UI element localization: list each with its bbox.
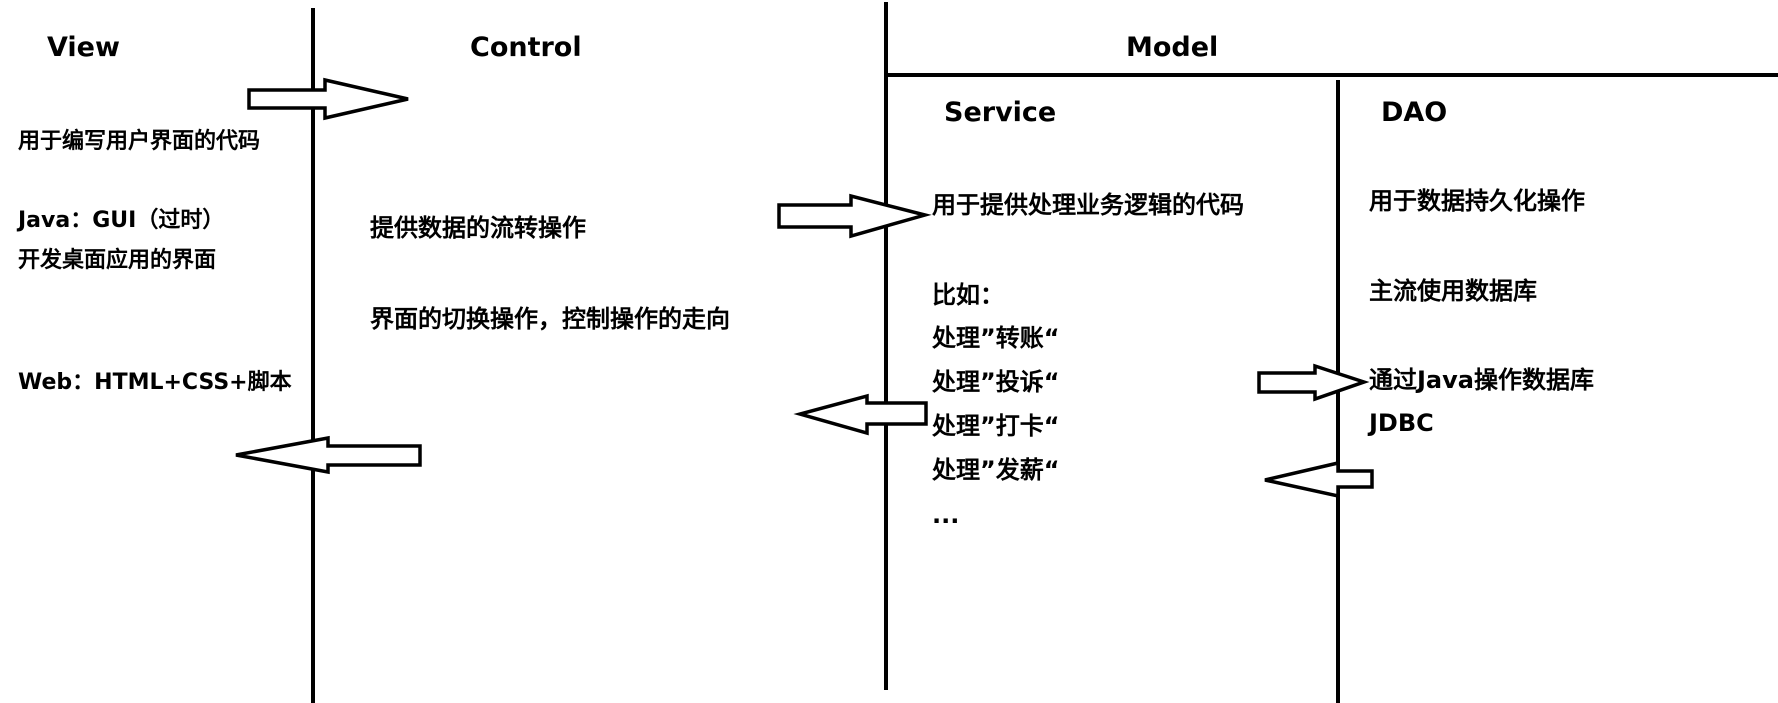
arrow-right-service-to-dao xyxy=(1257,363,1370,402)
arrow-left-dao-to-service xyxy=(1264,460,1374,499)
view-java-gui: Java：GUI（过时） xyxy=(18,208,225,233)
service-heading: Service xyxy=(944,97,1057,128)
arrow-right-view-to-control xyxy=(247,77,409,121)
dao-java-database: 通过Java操作数据库 xyxy=(1369,366,1594,394)
view-description: 用于编写用户界面的代码 xyxy=(18,129,261,154)
view-web: Web：HTML+CSS+脚本 xyxy=(18,370,292,395)
service-example-complaint: 处理”投诉“ xyxy=(932,368,1060,396)
service-example-label: 比如： xyxy=(932,281,1004,309)
control-navigation: 界面的切换操作，控制操作的走向 xyxy=(370,305,730,333)
dao-description: 用于数据持久化操作 xyxy=(1369,187,1585,215)
arrow-left-service-to-control xyxy=(793,393,928,436)
control-heading: Control xyxy=(470,32,582,63)
service-example-more: ... xyxy=(932,501,960,529)
service-description: 用于提供处理业务逻辑的代码 xyxy=(932,191,1244,219)
service-example-transfer: 处理”转账“ xyxy=(932,324,1060,352)
model-heading: Model xyxy=(1126,32,1219,63)
arrow-left-control-to-view xyxy=(235,435,422,475)
dao-heading: DAO xyxy=(1381,97,1448,128)
dao-database: 主流使用数据库 xyxy=(1369,277,1537,305)
service-example-clock-in: 处理”打卡“ xyxy=(932,412,1060,440)
view-desktop-ui: 开发桌面应用的界面 xyxy=(18,248,217,273)
dao-jdbc: JDBC xyxy=(1369,409,1434,437)
arrow-right-control-to-service xyxy=(777,193,932,239)
view-heading: View xyxy=(47,32,120,63)
control-data-flow: 提供数据的流转操作 xyxy=(370,214,586,242)
service-example-payroll: 处理”发薪“ xyxy=(932,456,1060,484)
